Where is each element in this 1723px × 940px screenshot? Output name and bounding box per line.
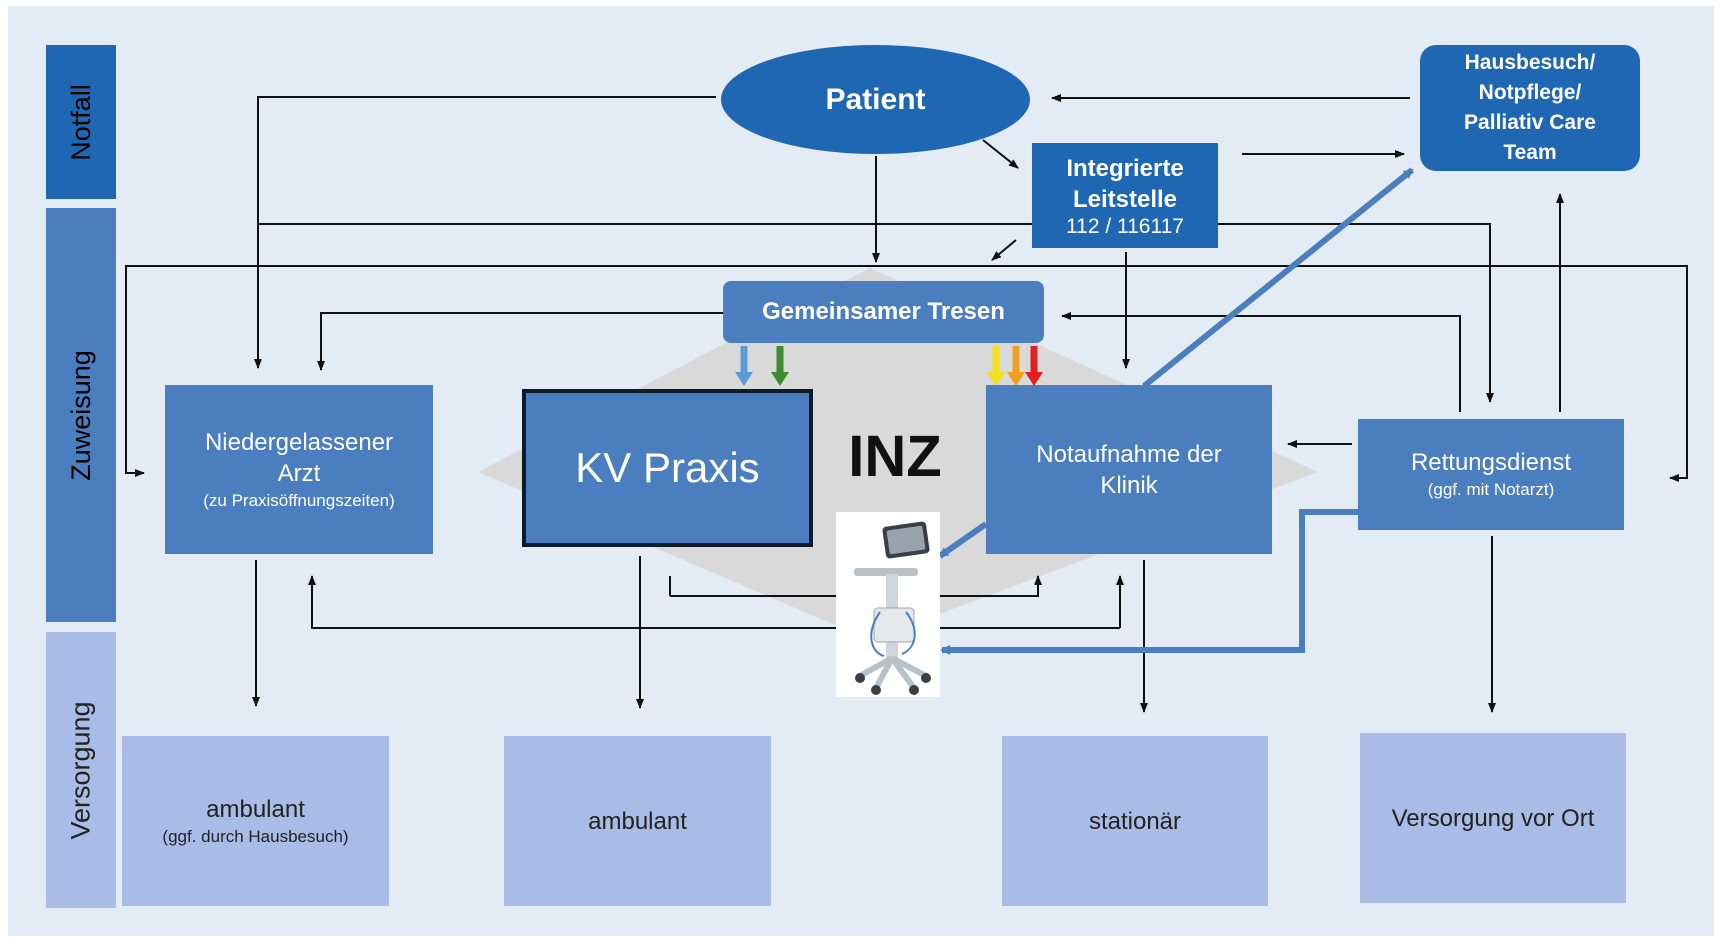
stationaer-label: stationär — [1088, 807, 1182, 835]
notaufnahme-line2: Klinik — [1100, 471, 1158, 499]
lane-zuweisung: Zuweisung — [46, 208, 116, 622]
rettungsdienst-line1: Rettungsdienst — [1410, 449, 1572, 476]
lane-notfall-label: Notfall — [65, 83, 96, 161]
lane-zuweisung-label: Zuweisung — [65, 349, 96, 481]
lane-versorgung: Versorgung — [46, 632, 116, 908]
rettungsdienst-note: (ggf. mit Notarzt) — [1427, 480, 1555, 499]
leitstelle-line2: Leitstelle — [1072, 185, 1178, 213]
arzt-line2: Arzt — [277, 459, 321, 487]
tresen-label: Gemeinsamer Tresen — [762, 298, 1005, 325]
versorgung-ambulant-arzt: ambulant (ggf. durch Hausbesuch) — [122, 736, 389, 906]
leitstelle-number: 112 / 116117 — [1066, 214, 1184, 238]
patient-label: Patient — [825, 82, 926, 116]
rettungsdienst-node: Rettungsdienst (ggf. mit Notarzt) — [1358, 419, 1624, 530]
notaufnahme-line1: Notaufnahme der — [1036, 440, 1222, 468]
hausbesuch-line2: Notpflege/ — [1478, 81, 1582, 104]
kv-praxis-node: KV Praxis — [522, 389, 813, 547]
leitstelle-line1: Integrierte — [1066, 154, 1184, 182]
arzt-node: Niedergelassener Arzt (zu Praxisöffnungs… — [165, 385, 433, 554]
ultrasound-cart-icon — [836, 512, 940, 697]
lane-versorgung-label: Versorgung — [65, 700, 96, 840]
leitstelle-node: Integrierte Leitstelle 112 / 116117 — [1032, 143, 1218, 248]
versorgung-ambulant-kv: ambulant — [504, 736, 771, 906]
hausbesuch-line3: Palliativ Care — [1464, 111, 1596, 134]
hausbesuch-line4: Team — [1503, 141, 1557, 164]
ambulant-2-label: ambulant — [588, 807, 687, 835]
versorgung-stationaer: stationär — [1002, 736, 1268, 906]
tresen-node: Gemeinsamer Tresen — [723, 281, 1044, 343]
ambulant-1-note: (ggf. durch Hausbesuch) — [162, 826, 349, 846]
ambulant-1-label: ambulant — [206, 795, 305, 823]
kv-praxis-label: KV Praxis — [575, 444, 760, 491]
hausbesuch-line1: Hausbesuch/ — [1464, 51, 1596, 74]
hausbesuch-node: Hausbesuch/ Notpflege/ Palliativ Care Te… — [1420, 45, 1640, 171]
versorgung-vor-ort: Versorgung vor Ort — [1360, 733, 1626, 903]
inz-label-box: INZ — [836, 420, 954, 492]
patient-node: Patient — [721, 45, 1030, 154]
arzt-line1: Niedergelassener — [204, 428, 394, 456]
notaufnahme-node: Notaufnahme der Klinik — [986, 385, 1272, 554]
lane-notfall: Notfall — [46, 45, 116, 199]
inz-label: INZ — [848, 423, 942, 489]
vor-ort-label: Versorgung vor Ort — [1391, 804, 1595, 832]
arzt-note: (zu Praxisöffnungszeiten) — [203, 490, 395, 510]
